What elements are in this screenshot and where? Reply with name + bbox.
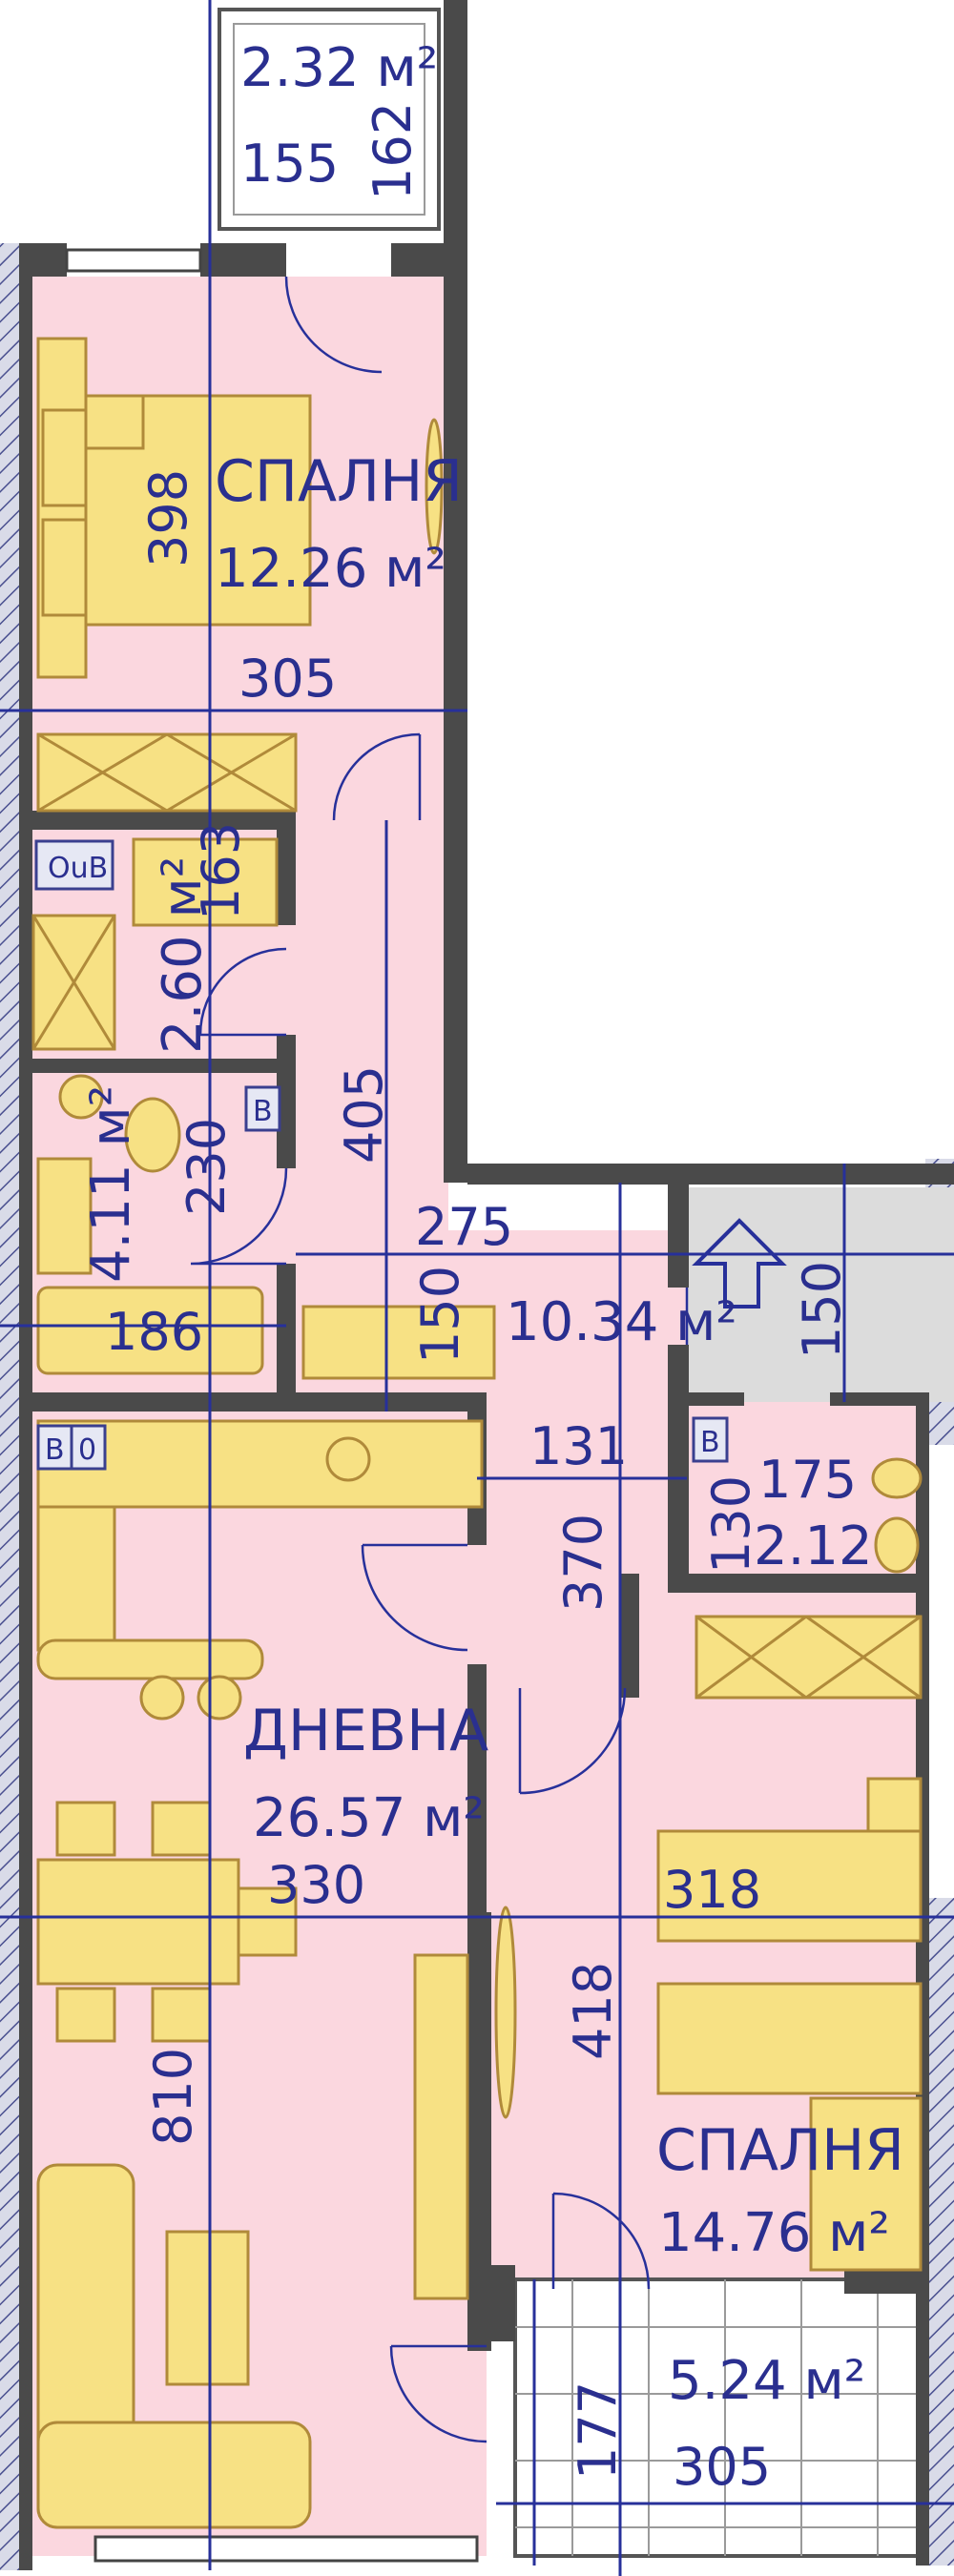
ovb-tag (34, 839, 114, 891)
b-tag-bath-text: B (253, 1095, 273, 1128)
closet-shelf (132, 837, 279, 927)
bedroom1-height: 398 (138, 469, 198, 567)
top-balcony-width: 155 (240, 134, 339, 194)
o-tag-kitchen-text: 0 (78, 1433, 96, 1467)
toilet-icon (124, 1097, 181, 1173)
door-hall-corridor (518, 1687, 627, 1795)
b-tag-wc-text: B (700, 1426, 720, 1459)
sofa-bottom (36, 2421, 312, 2529)
living-width: 330 (267, 1855, 365, 1915)
b-tag-bath (244, 1085, 281, 1132)
wardrobe-1 (36, 732, 298, 813)
top-balcony-area: 2.32 м² (240, 37, 438, 99)
wardrobe-1-cross (37, 732, 297, 813)
desk (809, 2096, 923, 2272)
bedroom1-name: СПАЛНЯ (215, 448, 463, 515)
door-living (361, 1543, 468, 1652)
wc-width: 175 (758, 1450, 857, 1510)
dining-table (36, 1858, 240, 1986)
door-bedroom1 (332, 732, 422, 821)
walls (19, 0, 954, 2570)
coffee-table (165, 2230, 250, 2386)
living-name: ДНЕВНА (243, 1698, 488, 1764)
bottom-balcony-width: 305 (673, 2437, 771, 2497)
closet-height: 163 (191, 822, 251, 920)
chair-1 (55, 1801, 116, 1857)
bedroom1-width: 305 (238, 649, 337, 709)
bottom-balcony (513, 2277, 927, 2558)
b-tag-wc (692, 1416, 729, 1463)
stove-icon (325, 1436, 371, 1482)
window-top (65, 248, 202, 273)
nightstand (866, 1777, 923, 1833)
hall-small-height: 150 (410, 1266, 470, 1364)
bar-stool-2 (197, 1675, 242, 1721)
tv-unit (413, 1953, 469, 2300)
bedroom1-area: 12.26 м² (215, 538, 446, 600)
door-balcony (389, 2344, 487, 2443)
bedroom2-name: СПАЛНЯ (656, 2117, 904, 2184)
bathtub (36, 1286, 264, 1375)
chair-2 (151, 1801, 212, 1857)
stair-landing (687, 1187, 954, 1402)
window-bottom (93, 2535, 479, 2563)
closet-area: 2.60 м² (152, 856, 214, 1054)
entrance-arrow-icon (692, 1218, 787, 1309)
o-tag-kitchen (70, 1424, 107, 1471)
bar-counter (36, 1638, 264, 1680)
living-area: 26.57 м² (253, 1787, 485, 1849)
bottom-balcony-height: 177 (568, 2381, 628, 2480)
wc-area: 2.12 (754, 1515, 873, 1577)
washing-machine-icon (58, 1074, 104, 1120)
b-tag-kitchen (36, 1424, 73, 1471)
stair-dim: 150 (792, 1261, 852, 1359)
mirror (425, 418, 444, 555)
hall-width: 275 (415, 1197, 513, 1257)
bed-single-2 (656, 1982, 923, 2095)
bottom-balcony-area: 5.24 м² (668, 2350, 865, 2412)
chair-4 (151, 1987, 212, 2043)
wardrobe-2 (695, 1615, 923, 1700)
top-balcony-height: 162 (363, 102, 423, 200)
chair-3 (55, 1987, 116, 2043)
hall-height-2: 370 (553, 1514, 613, 1612)
hall-upper-fill (286, 811, 448, 1259)
door-closet (198, 947, 287, 1037)
bed-single-1 (656, 1829, 923, 1943)
door-top-balcony (284, 276, 383, 374)
bar-stool-1 (139, 1675, 185, 1721)
wc-height: 130 (701, 1475, 761, 1574)
b-tag-kitchen-text: B (45, 1433, 65, 1467)
hall-height: 405 (334, 1065, 394, 1164)
sink (36, 1157, 93, 1275)
bathroom-width: 186 (105, 1302, 203, 1362)
top-balcony-inner (233, 23, 425, 216)
bottom-balcony-grid (515, 2279, 925, 2556)
bathroom-area: 4.11 м² (80, 1085, 142, 1283)
bedroom2-width: 318 (663, 1860, 761, 1920)
chair-5 (237, 1886, 298, 1957)
hall-area: 10.34 м² (506, 1291, 737, 1353)
bathroom-height: 230 (176, 1118, 237, 1216)
bedroom2-height: 418 (563, 1962, 623, 2060)
wc-sink-icon (874, 1516, 920, 1574)
wc-toilet-icon (871, 1457, 923, 1499)
top-balcony (218, 8, 441, 231)
bed-double (36, 337, 312, 679)
kitchen-counter-side (36, 1505, 116, 1652)
hall-shelf (301, 1305, 496, 1380)
wardrobe-2-cross (695, 1615, 922, 1700)
bedroom2-area: 14.76 м² (658, 2202, 890, 2264)
tv (494, 1906, 517, 2119)
right-wall-hatch-lower (925, 1898, 954, 2566)
hall-width-2: 131 (529, 1416, 628, 1476)
ovb-tag-text: OuB (48, 852, 108, 885)
living-height: 810 (143, 2048, 203, 2146)
closet-cross (31, 915, 116, 1050)
